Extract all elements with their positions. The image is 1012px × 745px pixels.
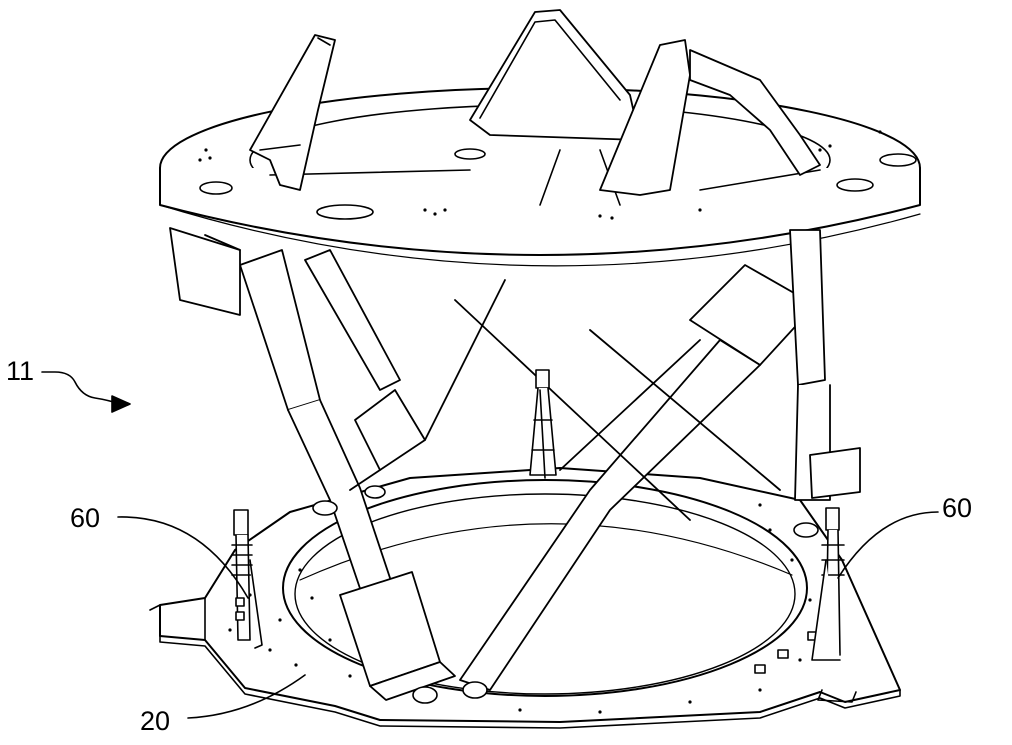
reference-label-11: 11 (6, 356, 35, 386)
post-right (811, 507, 845, 661)
top-platform (159, 87, 921, 267)
leader-60-left (117, 516, 249, 599)
leader-lines (41, 371, 939, 719)
actuator-legs (169, 227, 861, 701)
upper-brackets (249, 9, 821, 196)
reference-label-20: 20 (140, 706, 171, 736)
post-left (231, 509, 263, 649)
reference-label-60-left: 60 (70, 503, 101, 533)
base-joints (312, 485, 819, 704)
base-plate-holes (228, 503, 812, 714)
arrow-11-head (111, 395, 131, 413)
reference-label-60-right: 60 (942, 493, 973, 523)
leader-60-right (837, 511, 939, 579)
leader-20 (187, 674, 306, 719)
post-center (529, 369, 557, 479)
leader-11 (41, 371, 121, 405)
